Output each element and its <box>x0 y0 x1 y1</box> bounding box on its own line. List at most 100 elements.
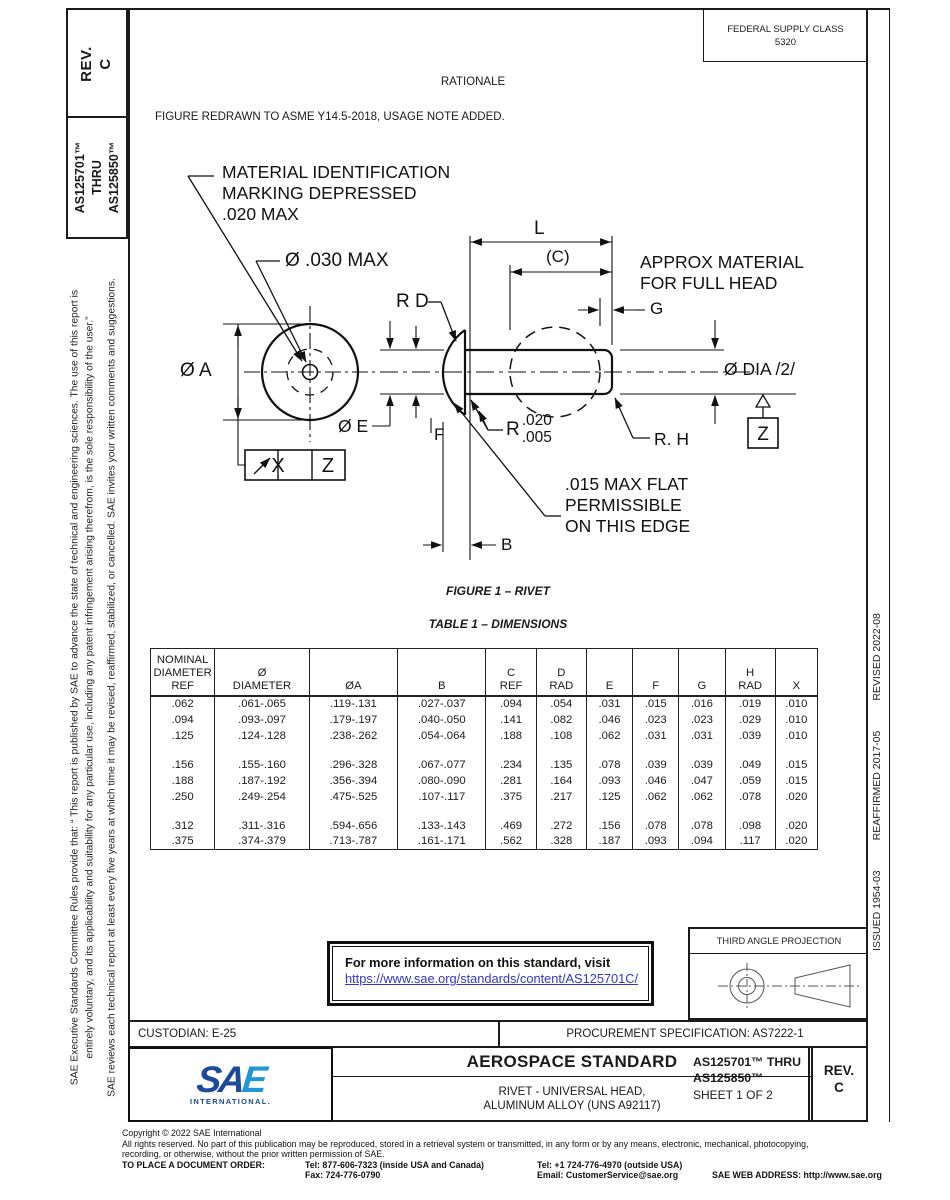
material-id-leader <box>187 175 303 362</box>
table-spacer-row <box>149 743 819 757</box>
sae-logo: SAE INTERNATIONAL. <box>128 1047 333 1122</box>
table-cell: .010 <box>774 711 819 728</box>
table-cell: .039 <box>678 756 726 773</box>
r-h-leader <box>614 397 634 439</box>
table-caption: TABLE 1 – DIMENSIONS <box>428 617 568 631</box>
table-cell: .124-.128 <box>214 727 310 744</box>
table-cell: .374-.379 <box>214 833 310 850</box>
table-cell: .054 <box>535 695 587 712</box>
table-cell: .019 <box>724 695 776 712</box>
table-cell: .031 <box>585 695 634 712</box>
table-cell: .015 <box>774 756 819 773</box>
table-cell <box>774 743 819 757</box>
table-cell <box>149 743 216 757</box>
standard-range-cell: AS125701™ THRU AS125850™ SHEET 1 OF 2 <box>685 1048 810 1122</box>
table-cell: .010 <box>774 727 819 744</box>
r-tol-r: R <box>506 418 520 440</box>
datum-triangle-icon <box>754 393 772 408</box>
table-cell: .594-.656 <box>308 817 399 834</box>
feature-control-frame <box>244 449 346 481</box>
standard-number-label: AS125701™ THRU AS125850™ <box>72 141 121 214</box>
table-cell: .015 <box>774 772 819 789</box>
table-cell: .010 <box>774 695 819 712</box>
table-cell: .217 <box>535 788 587 805</box>
table-cell: .047 <box>678 772 726 789</box>
table-cell: .156 <box>585 817 634 834</box>
fsc-code: 5320 <box>774 37 797 48</box>
table-cell <box>724 743 776 757</box>
table-row: .156.155-.160.296-.328.067-.077.234.135.… <box>149 756 819 773</box>
web-address: SAE WEB ADDRESS: http://www.sae.org <box>712 1170 882 1181</box>
fcf-connector <box>237 420 245 466</box>
sheet-number: SHEET 1 OF 2 <box>693 1088 773 1102</box>
dim-b-label: B <box>501 535 513 554</box>
table-cell: .125 <box>149 727 216 744</box>
datum-z-label: Z <box>757 424 769 445</box>
table-header-cell: B <box>397 648 487 697</box>
full-head-material-circle <box>509 326 601 418</box>
figure-1-rivet: X Z Z MATERIAL IDENTIFICATION MARKING DE… <box>128 140 868 570</box>
rev-box-label: REV. C <box>78 46 114 82</box>
r-tol-top: .020 <box>521 412 552 429</box>
table-cell <box>632 743 680 757</box>
projection-title: THIRD ANGLE PROJECTION <box>690 929 868 954</box>
standard-link[interactable]: https://www.sae.org/standards/content/AS… <box>345 971 639 986</box>
table-cell: .125 <box>585 788 634 805</box>
table-header-cell: X <box>774 648 819 697</box>
sae-logo-e: E <box>240 1059 267 1100</box>
table-cell: .020 <box>774 833 819 850</box>
datum-z-box <box>747 417 779 449</box>
table-cell: .020 <box>774 817 819 834</box>
table-cell <box>397 743 487 757</box>
r-tol-leader-2 <box>478 410 489 431</box>
table-header-cell: Ø DIAMETER <box>214 648 310 697</box>
table-cell: .046 <box>632 772 680 789</box>
table-cell: .062 <box>632 788 680 805</box>
outer-right-border <box>889 8 890 1122</box>
table-cell: .187-.192 <box>214 772 310 789</box>
table-cell <box>485 743 537 757</box>
table-header-cell: G <box>678 648 726 697</box>
legal-text-line-1: SAE Executive Standards Committee Rules … <box>69 289 81 1086</box>
table-cell: .188 <box>485 727 537 744</box>
table-cell: .133-.143 <box>397 817 487 834</box>
table-cell: .029 <box>724 711 776 728</box>
table-cell: .023 <box>678 711 726 728</box>
table-cell: .049 <box>724 756 776 773</box>
table-cell <box>724 804 776 818</box>
shank-extension-lines <box>380 349 444 395</box>
table-cell: .272 <box>535 817 587 834</box>
table-cell: .296-.328 <box>308 756 399 773</box>
r-d-label: R D <box>396 291 429 312</box>
table-header-cell: C REF <box>485 648 537 697</box>
dia-030-label: Ø .030 MAX <box>285 250 389 271</box>
table-row: .125.124-.128.238-.262.054-.064.188.108.… <box>149 727 819 744</box>
issued-date: ISSUED 1954-03 <box>871 870 883 951</box>
r-tolerance-label: R .020 .005 <box>506 412 552 446</box>
table-cell: .031 <box>632 727 680 744</box>
table-cell: .015 <box>632 695 680 712</box>
table-cell: .062 <box>585 727 634 744</box>
figure-caption: FIGURE 1 – RIVET <box>445 584 551 598</box>
table-cell: .562 <box>485 833 537 850</box>
title-block: SAE INTERNATIONAL. AEROSPACE STANDARD RI… <box>128 1047 868 1122</box>
table-cell: .046 <box>585 711 634 728</box>
legal-text-line-2: entirely voluntary, and its applicabilit… <box>84 316 96 1059</box>
table-row: .062.061-.065.119-.131.027-.037.094.054.… <box>149 695 819 712</box>
dia-a-label: Ø A <box>180 360 212 381</box>
table-row: .375.374-.379.713-.787.161-.171.562.328.… <box>149 833 819 850</box>
table-cell: .156 <box>149 756 216 773</box>
r-h-label: R. H <box>654 429 689 449</box>
rights-line-1: All rights reserved. No part of this pub… <box>122 1138 809 1149</box>
dia-dia2-label: Ø DIA /2/ <box>724 359 795 379</box>
table-cell: .469 <box>485 817 537 834</box>
fax-number: Fax: 724-776-0790 <box>305 1170 381 1181</box>
table-cell: .238-.262 <box>308 727 399 744</box>
revision-history: ISSUED 1954-03 REAFFIRMED 2017-05 REVISE… <box>871 547 885 1017</box>
table-row: .188.187-.192.356-.394.080-.090.281.164.… <box>149 772 819 789</box>
rev-cell: REV. C <box>823 1063 855 1095</box>
fcf-z-label: Z <box>322 455 334 477</box>
table-cell: .475-.525 <box>308 788 399 805</box>
table-row: .250.249-.254.475-.525.107-.117.375.217.… <box>149 788 819 805</box>
